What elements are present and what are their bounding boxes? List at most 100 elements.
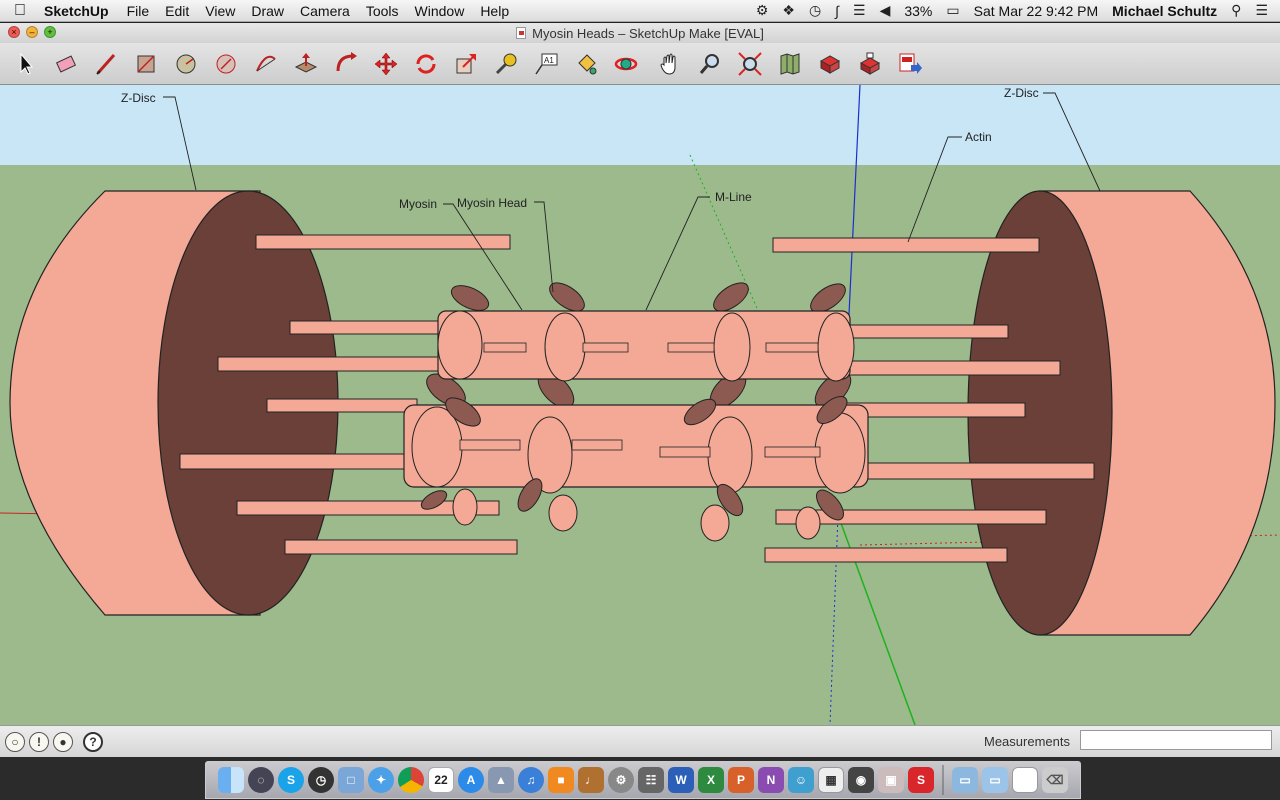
dock-document[interactable] bbox=[1010, 765, 1040, 795]
dock-chrome[interactable] bbox=[396, 765, 426, 795]
user-name[interactable]: Michael Schultz bbox=[1112, 2, 1218, 19]
dock-photo-booth[interactable]: ▣ bbox=[876, 765, 906, 795]
dock-time-machine[interactable]: ◷ bbox=[306, 765, 336, 795]
help-icon[interactable]: ? bbox=[83, 731, 103, 752]
select-tool[interactable] bbox=[8, 46, 44, 82]
battery-icon[interactable]: ▭ bbox=[946, 2, 960, 18]
dock-powerpoint[interactable]: P bbox=[726, 765, 756, 795]
app-menu[interactable]: SketchUp bbox=[44, 2, 109, 19]
dock-camera[interactable]: ◉ bbox=[846, 765, 876, 795]
dock-finder[interactable] bbox=[216, 765, 246, 795]
scale-tool[interactable] bbox=[448, 46, 484, 82]
dock-image-capture[interactable]: ☷ bbox=[636, 765, 666, 795]
dock-skype[interactable]: S bbox=[276, 765, 306, 795]
get-models-warehouse-tool[interactable] bbox=[812, 46, 848, 82]
battery-percent[interactable]: 33% bbox=[904, 2, 933, 19]
zoom-tool[interactable] bbox=[692, 46, 728, 82]
dock-documents-folder[interactable]: ▭ bbox=[980, 765, 1010, 795]
push-pull-tool[interactable] bbox=[288, 46, 324, 82]
measurements-field[interactable] bbox=[1080, 730, 1272, 750]
menu-view[interactable]: View bbox=[205, 2, 236, 19]
get-models-tool[interactable] bbox=[772, 46, 808, 82]
hand-icon bbox=[660, 53, 676, 75]
dock-messenger[interactable]: ☺ bbox=[786, 765, 816, 795]
dock-photos[interactable]: ▲ bbox=[486, 765, 516, 795]
pencil-tool[interactable] bbox=[88, 46, 124, 82]
label-m-line[interactable]: M-Line bbox=[715, 190, 752, 204]
label-z-disc-left[interactable]: Z-Disc bbox=[121, 91, 156, 105]
menu-camera[interactable]: Camera bbox=[300, 2, 350, 19]
dock-preview[interactable]: □ bbox=[336, 765, 366, 795]
dock-calculator[interactable]: ▦ bbox=[816, 765, 846, 795]
move-tool[interactable] bbox=[368, 46, 404, 82]
menu-tools[interactable]: Tools bbox=[365, 2, 399, 19]
myosin-heads-light bbox=[452, 488, 821, 542]
dock-onenote[interactable]: N bbox=[756, 765, 786, 795]
model-viewport[interactable]: Z-Disc Z-Disc Actin Myosin Myosin Head M… bbox=[0, 85, 1280, 725]
eraser-icon bbox=[55, 54, 77, 73]
spotlight-search-icon[interactable]: ⚲ bbox=[1231, 2, 1242, 18]
dock-dashboard[interactable]: ◌ bbox=[246, 765, 276, 795]
status-gear-icon[interactable]: ⚙ bbox=[755, 2, 769, 18]
dock-garageband[interactable]: ♩ bbox=[576, 765, 606, 795]
menu-help[interactable]: Help bbox=[480, 2, 510, 19]
warehouse-share-icon bbox=[859, 52, 881, 75]
volume-icon[interactable]: ◀ bbox=[879, 2, 891, 18]
apple-menu-icon[interactable]:  bbox=[0, 2, 40, 20]
rectangle-tool[interactable] bbox=[128, 46, 164, 82]
dock-system-preferences[interactable]: ⚙ bbox=[606, 765, 636, 795]
close-window-icon[interactable]: × bbox=[8, 26, 20, 38]
tape-measure-tool[interactable] bbox=[488, 46, 524, 82]
paint-bucket-icon bbox=[578, 53, 597, 74]
follow-me-tool[interactable] bbox=[328, 46, 364, 82]
share-model-tool[interactable] bbox=[852, 46, 888, 82]
pan-tool[interactable] bbox=[652, 46, 688, 82]
text-tool[interactable]: A1 bbox=[528, 46, 564, 82]
menu-edit[interactable]: Edit bbox=[165, 2, 190, 19]
minimize-window-icon[interactable]: – bbox=[26, 26, 38, 38]
user-account-icon[interactable]: ● bbox=[53, 731, 73, 752]
notification-center-icon[interactable]: ☰ bbox=[1255, 2, 1268, 18]
time-machine-icon[interactable]: ◷ bbox=[808, 2, 822, 18]
polygon-tool[interactable] bbox=[208, 46, 244, 82]
app-store-icon: A bbox=[458, 767, 484, 793]
orbit-tool[interactable] bbox=[608, 46, 644, 82]
dock-excel[interactable]: X bbox=[696, 765, 726, 795]
label-myosin[interactable]: Myosin bbox=[399, 197, 438, 211]
dropbox-icon[interactable]: ❖ bbox=[782, 2, 795, 18]
dock-applications-folder[interactable]: ▭ bbox=[950, 765, 980, 795]
dock-ibooks[interactable]: ■ bbox=[546, 765, 576, 795]
text-label-icon: A1 bbox=[535, 53, 558, 74]
menu-window[interactable]: Window bbox=[414, 2, 465, 19]
rotate-tool[interactable] bbox=[408, 46, 444, 82]
left-z-disc bbox=[9, 190, 339, 616]
dock-word[interactable]: W bbox=[666, 765, 696, 795]
label-z-disc-right[interactable]: Z-Disc bbox=[1004, 86, 1039, 100]
geo-location-icon[interactable]: ○ bbox=[5, 731, 25, 752]
leader-lines bbox=[163, 92, 1101, 311]
arc-tool[interactable] bbox=[248, 46, 284, 82]
dock-itunes[interactable]: ♫ bbox=[516, 765, 546, 795]
zoom-extents-tool[interactable] bbox=[732, 46, 768, 82]
eraser-tool[interactable] bbox=[48, 46, 84, 82]
send-to-layout-tool[interactable] bbox=[892, 46, 928, 82]
dock-sketchup[interactable]: S bbox=[906, 765, 936, 795]
dock-trash[interactable]: ⌫ bbox=[1040, 765, 1070, 795]
zoom-window-icon[interactable]: + bbox=[44, 26, 56, 38]
clock[interactable]: Sat Mar 22 9:42 PM bbox=[973, 2, 1099, 19]
paint-bucket-tool[interactable] bbox=[568, 46, 604, 82]
circle-tool[interactable] bbox=[168, 46, 204, 82]
sketchup-icon: S bbox=[908, 767, 934, 793]
dock-app-store[interactable]: A bbox=[456, 765, 486, 795]
label-actin[interactable]: Actin bbox=[965, 130, 992, 144]
label-myosin-head[interactable]: Myosin Head bbox=[457, 196, 528, 210]
onenote-icon: N bbox=[758, 767, 784, 793]
credits-icon[interactable]: ! bbox=[29, 731, 49, 752]
dock-calendar[interactable]: 22 bbox=[426, 765, 456, 795]
dock-safari[interactable]: ✦ bbox=[366, 765, 396, 795]
svg-text:A1: A1 bbox=[544, 56, 554, 65]
menu-file[interactable]: File bbox=[126, 2, 150, 19]
bluetooth-icon[interactable]: ∫ bbox=[835, 2, 840, 19]
wifi-icon[interactable]: ☰ bbox=[853, 2, 866, 18]
menu-draw[interactable]: Draw bbox=[251, 2, 285, 19]
